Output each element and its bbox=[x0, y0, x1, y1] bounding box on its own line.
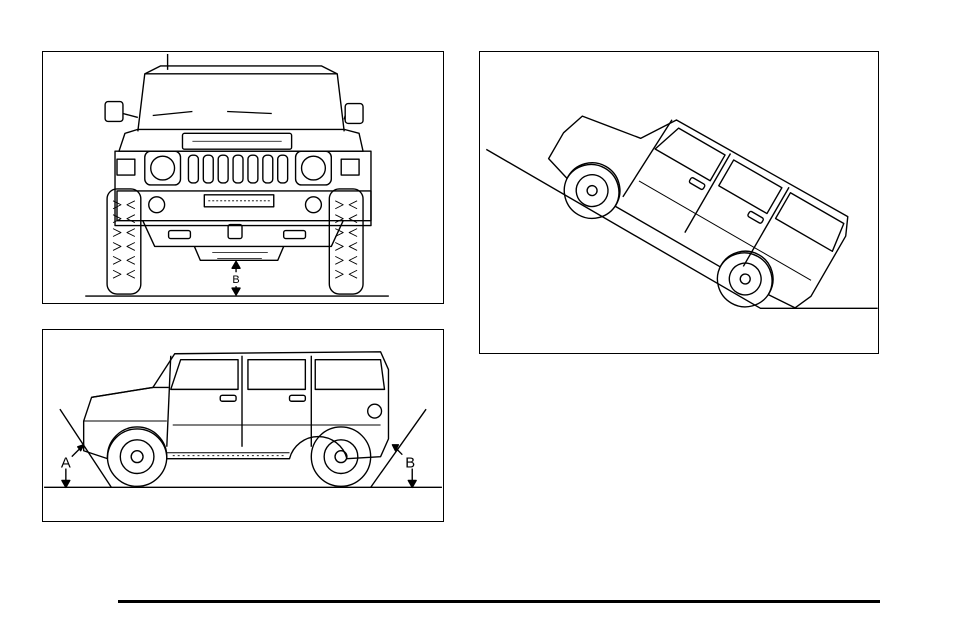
right-headlight bbox=[302, 156, 326, 180]
left-fog-light bbox=[149, 197, 165, 213]
departure-angle-line bbox=[371, 409, 426, 487]
side-view-figure: A B bbox=[42, 329, 444, 522]
right-mirror bbox=[345, 104, 363, 124]
slope-ground-line bbox=[486, 149, 877, 308]
side-view-drawing: A B bbox=[43, 330, 443, 521]
side-label-a: A bbox=[61, 456, 71, 472]
right-fog-light bbox=[306, 197, 322, 213]
tow-hook bbox=[228, 225, 242, 239]
hood bbox=[119, 129, 363, 151]
slope-view-figure bbox=[479, 51, 879, 354]
front-wheel bbox=[107, 427, 166, 486]
bumper-grille bbox=[204, 195, 273, 207]
rear-window bbox=[248, 360, 305, 390]
right-marker-light bbox=[341, 159, 359, 175]
left-headlight bbox=[151, 156, 175, 180]
lower-valance bbox=[143, 221, 343, 247]
side-body bbox=[84, 352, 389, 459]
rear-wheel bbox=[311, 427, 370, 486]
left-mirror bbox=[105, 102, 123, 122]
grille bbox=[188, 155, 287, 183]
slope-front-window bbox=[655, 123, 725, 181]
cargo-window bbox=[315, 360, 384, 390]
right-front-tire bbox=[329, 189, 363, 294]
left-front-tire bbox=[107, 189, 141, 294]
front-label-b: B bbox=[232, 274, 239, 286]
slope-body bbox=[545, 73, 855, 314]
left-marker-light bbox=[117, 159, 135, 175]
fuel-door bbox=[368, 404, 382, 418]
page-bottom-rule bbox=[118, 600, 880, 603]
windshield bbox=[138, 66, 344, 131]
front-view-drawing: B bbox=[43, 52, 443, 303]
front-view-figure: B bbox=[42, 51, 444, 304]
side-label-b: B bbox=[405, 456, 415, 472]
slope-rear-window bbox=[719, 160, 782, 214]
slope-view-drawing bbox=[480, 52, 878, 353]
front-window bbox=[171, 360, 238, 390]
